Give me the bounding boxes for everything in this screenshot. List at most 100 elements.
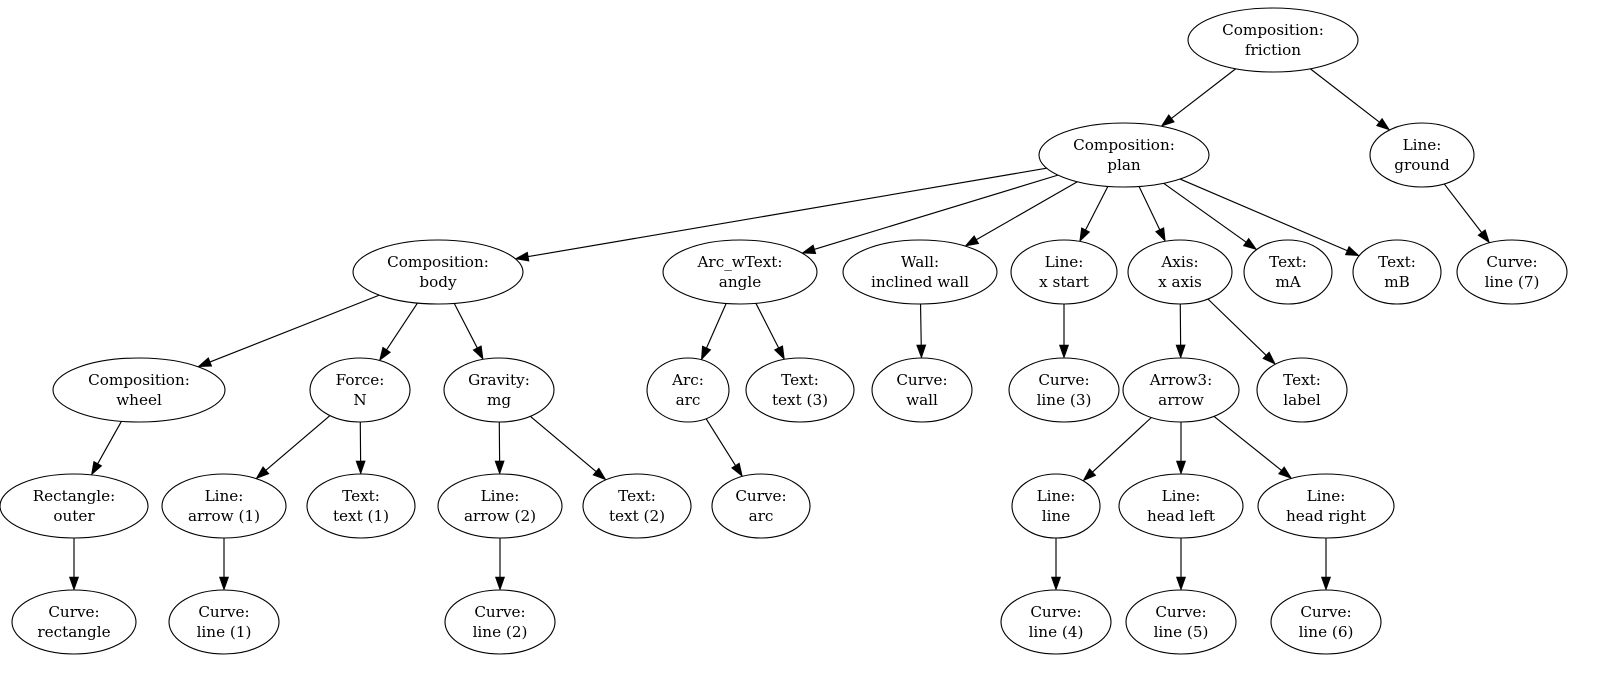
edge-arrowhead-icon [1082, 468, 1097, 482]
graph-node-text3[interactable]: Text:text (3) [745, 357, 855, 423]
node-ellipse[interactable] [52, 357, 226, 423]
node-ellipse[interactable] [1010, 239, 1118, 305]
node-ellipse[interactable] [582, 473, 692, 539]
graph-node-forceN[interactable]: Force:N [309, 357, 411, 423]
node-ellipse[interactable] [1352, 239, 1442, 305]
node-label-type: Line: [481, 487, 520, 505]
graph-node-arrow2[interactable]: Line:arrow (2) [437, 473, 563, 539]
node-label-name: text (1) [333, 507, 389, 525]
graph-node-angle[interactable]: Arc_wText:angle [662, 239, 818, 305]
graph-node-xaxis[interactable]: Axis:x axis [1127, 239, 1233, 305]
edge-arrowhead-icon [197, 357, 213, 368]
node-label-type: Text: [1283, 371, 1321, 389]
node-ellipse[interactable] [1270, 589, 1382, 655]
node-ellipse[interactable] [871, 357, 973, 423]
edge-arrowhead-icon [700, 345, 712, 361]
node-ellipse[interactable] [1257, 473, 1395, 539]
node-ellipse[interactable] [1038, 122, 1210, 188]
node-ellipse[interactable] [1125, 589, 1237, 655]
node-ellipse[interactable] [0, 473, 149, 539]
node-ellipse[interactable] [662, 239, 818, 305]
node-ellipse[interactable] [1000, 589, 1112, 655]
node-ellipse[interactable] [443, 357, 555, 423]
node-ellipse[interactable] [1256, 357, 1348, 423]
graph-node-curverect[interactable]: Curve:rectangle [11, 589, 137, 655]
node-ellipse[interactable] [842, 239, 998, 305]
edge-line [1207, 298, 1267, 356]
graph-node-arrow1[interactable]: Line:arrow (1) [161, 473, 287, 539]
graph-node-arrow3[interactable]: Arrow3:arrow [1122, 357, 1240, 423]
node-label-type: Line: [1403, 136, 1442, 154]
graph-node-wheel[interactable]: Composition:wheel [52, 357, 226, 423]
node-ellipse[interactable] [1011, 473, 1101, 539]
graph-node-headleft[interactable]: Line:head left [1118, 473, 1244, 539]
edge-arrowhead-icon [916, 344, 927, 359]
node-label-name: line (4) [1029, 623, 1084, 641]
node-ellipse[interactable] [352, 239, 524, 305]
graph-node-body[interactable]: Composition:body [352, 239, 524, 305]
graph-node-line3[interactable]: Curve:line (3) [1008, 357, 1120, 423]
node-ellipse[interactable] [168, 589, 280, 655]
graph-node-friction[interactable]: Composition:friction [1187, 7, 1359, 73]
graph-edge [755, 303, 785, 361]
graph-edge [1175, 538, 1187, 591]
edge-line [1171, 68, 1237, 119]
node-ellipse[interactable] [309, 357, 411, 423]
graph-node-arc[interactable]: Arc:arc [646, 357, 730, 423]
graph-edge [378, 302, 418, 362]
graph-edge [1160, 68, 1237, 127]
node-ellipse[interactable] [437, 473, 563, 539]
node-ellipse[interactable] [1243, 239, 1333, 305]
edge-line [1213, 415, 1282, 471]
node-ellipse[interactable] [1187, 7, 1359, 73]
graph-node-label[interactable]: Text: label [1256, 357, 1348, 423]
node-label-name: label [1283, 391, 1321, 409]
edge-arrowhead-icon [68, 576, 80, 591]
node-label-type: Curve: [1155, 603, 1206, 621]
graph-node-curvewall[interactable]: Curve:wall [871, 357, 973, 423]
graph-node-line5[interactable]: Curve:line (5) [1125, 589, 1237, 655]
graph-node-curvearc[interactable]: Curve:arc [711, 473, 811, 539]
graph-node-line6[interactable]: Curve:line (6) [1270, 589, 1382, 655]
graph-node-text1[interactable]: Text:text (1) [306, 473, 416, 539]
node-label-name: mA [1275, 273, 1301, 291]
edge-arrowhead-icon [1344, 245, 1360, 257]
node-ellipse[interactable] [745, 357, 855, 423]
node-ellipse[interactable] [1456, 239, 1568, 305]
node-label-type: Curve: [474, 603, 525, 621]
node-ellipse[interactable] [1008, 357, 1120, 423]
node-label-name: angle [719, 273, 761, 291]
node-ellipse[interactable] [646, 357, 730, 423]
graph-node-xstart[interactable]: Line:x start [1010, 239, 1118, 305]
edge-arrowhead-icon [90, 460, 103, 476]
edge-arrowhead-icon [1375, 117, 1391, 131]
node-ellipse[interactable] [1118, 473, 1244, 539]
node-ellipse[interactable] [1369, 122, 1475, 188]
node-ellipse[interactable] [1122, 357, 1240, 423]
node-ellipse[interactable] [711, 473, 811, 539]
node-label-type: Arc_wText: [696, 253, 782, 271]
graph-node-mA[interactable]: Text:mA [1243, 239, 1333, 305]
graph-node-plan[interactable]: Composition:plan [1038, 122, 1210, 188]
node-ellipse[interactable] [306, 473, 416, 539]
graph-node-gravitymg[interactable]: Gravity:mg [443, 357, 555, 423]
node-ellipse[interactable] [11, 589, 137, 655]
graph-node-ground[interactable]: Line:ground [1369, 122, 1475, 188]
graph-node-line4[interactable]: Curve:line (4) [1000, 589, 1112, 655]
graph-node-headright[interactable]: Line:head right [1257, 473, 1395, 539]
graph-node-line2[interactable]: Curve:line (2) [444, 589, 556, 655]
node-ellipse[interactable] [161, 473, 287, 539]
graph-node-mB[interactable]: Text:mB [1352, 239, 1442, 305]
node-ellipse[interactable] [1127, 239, 1233, 305]
node-label-name: line (7) [1485, 273, 1540, 291]
graph-edge [1058, 304, 1070, 359]
graph-node-rectouter[interactable]: Rectangle:outer [0, 473, 149, 539]
graph-node-lineline[interactable]: Line:line [1011, 473, 1101, 539]
graph-node-line1[interactable]: Curve:line (1) [168, 589, 280, 655]
graph-node-line7[interactable]: Curve:line (7) [1456, 239, 1568, 305]
graph-node-inclinedwall[interactable]: Wall:inclined wall [842, 239, 998, 305]
node-ellipse[interactable] [444, 589, 556, 655]
graph-node-text2[interactable]: Text:text (2) [582, 473, 692, 539]
node-label-name: head left [1147, 507, 1215, 525]
